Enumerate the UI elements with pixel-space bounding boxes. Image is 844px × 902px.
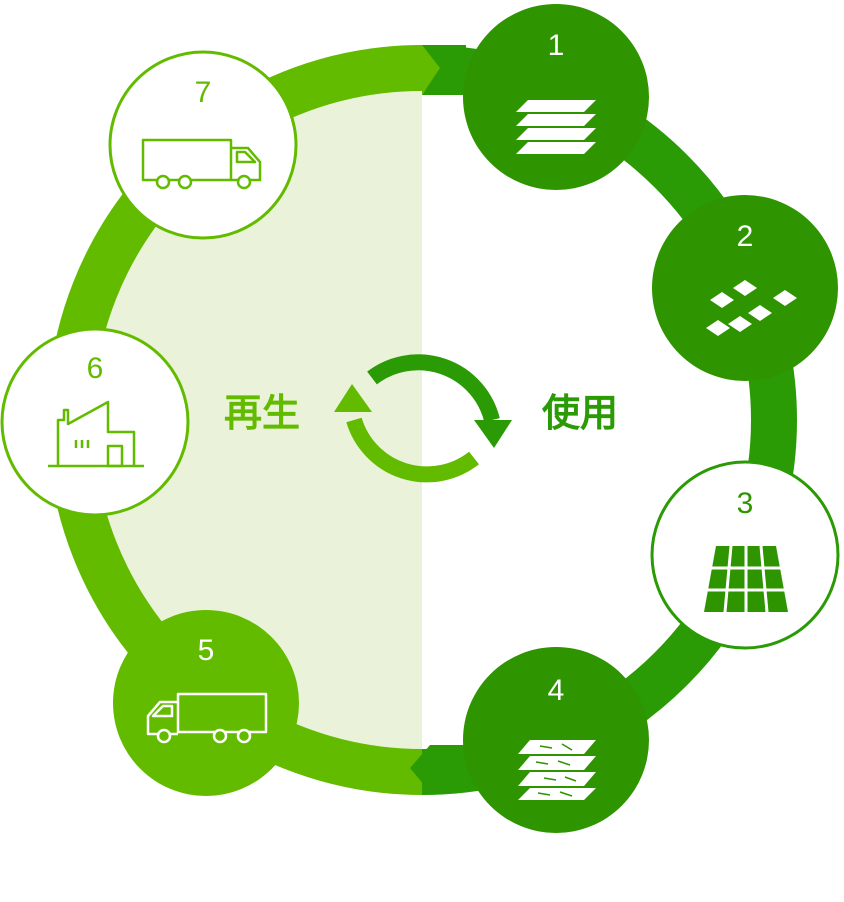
used-sheets-icon: [518, 740, 596, 800]
cycle-arrow-use: [367, 354, 500, 423]
stacked-sheets-icon: [516, 100, 596, 154]
step-4-number: 4: [548, 674, 565, 707]
step-5-circle: [113, 610, 299, 796]
ring-top-chevron: [422, 45, 466, 95]
step-1-node: 1: [463, 4, 649, 190]
center-cycle-icon: [334, 354, 512, 483]
step-5-node: 5: [113, 610, 299, 796]
step-6-node: 6: [0, 327, 190, 517]
step-7-node: 7: [108, 50, 298, 240]
step-2-node: 2: [652, 195, 838, 381]
step-5-number: 5: [198, 634, 215, 667]
use-label: 使用: [542, 391, 618, 435]
step-1-circle: [463, 4, 649, 190]
step-2-number: 2: [737, 220, 754, 253]
step-6-circle: [0, 327, 190, 517]
step-7-circle: [108, 50, 298, 240]
regeneration-zone-fill: [70, 68, 422, 772]
cycle-arrow-regen: [346, 417, 479, 483]
step-4-node: 4: [463, 647, 649, 833]
delivery-truck-icon: [141, 138, 262, 190]
ring-bottom-chevron: [410, 745, 470, 792]
ring-right-half: [422, 45, 797, 795]
delivery-truck-icon: [146, 692, 268, 744]
scattered-tiles-icon: [706, 280, 797, 336]
step-3-number: 3: [737, 487, 754, 520]
ring-top-chevron-tip: [422, 45, 440, 95]
step-6-number: 6: [87, 352, 104, 385]
cycle-arrow-use-head: [474, 420, 512, 448]
cycle-arrow-regen-head: [334, 384, 372, 412]
step-3-node: 3: [650, 460, 840, 650]
step-1-number: 1: [548, 29, 565, 62]
step-7-number: 7: [195, 76, 212, 109]
tile-floor-icon: [704, 545, 788, 613]
factory-icon: [48, 400, 144, 468]
regeneration-label: 再生: [224, 391, 300, 435]
